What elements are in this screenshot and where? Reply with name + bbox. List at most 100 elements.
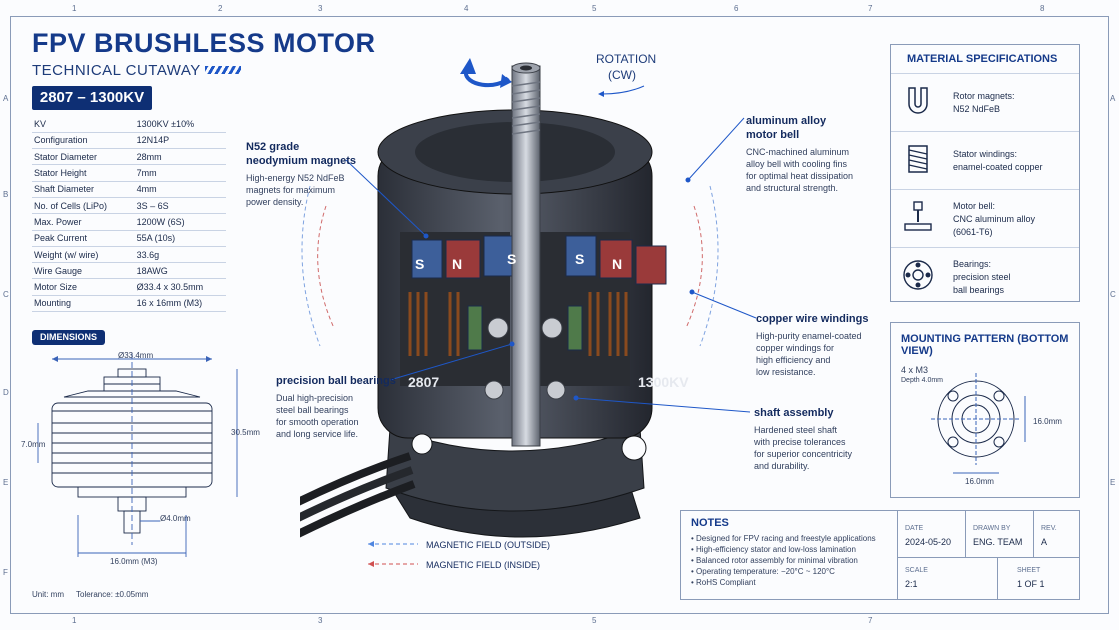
spec-value: 12N14P <box>130 132 226 150</box>
material-line-1: Stator windings: <box>953 149 1018 159</box>
spec-value: 18AWG <box>130 262 226 280</box>
material-line-3: ball bearings <box>953 285 1005 295</box>
magnet-icon <box>908 87 928 114</box>
rev-value: A <box>1041 537 1048 547</box>
spec-value: 33.6g <box>130 246 226 264</box>
motor-kv-marking: 1300KV <box>638 374 689 390</box>
dim-shaft: Ø4.0mm <box>160 514 191 523</box>
spec-value: 4mm <box>130 181 226 198</box>
mounting-title: MOUNTING PATTERN (BOTTOM VIEW) <box>901 333 1069 357</box>
rev-label: REV. <box>1041 525 1057 532</box>
sheet-label: SHEET <box>1017 567 1041 574</box>
motor-cutaway <box>300 62 719 538</box>
bell-title-1: aluminum alloy <box>746 115 827 127</box>
spec-value: 1300KV ±10% <box>130 116 226 133</box>
shaft-text-1: Hardened steel shaft <box>754 425 838 435</box>
grid-col-1: 1 <box>72 4 77 13</box>
bearings-title: precision ball bearings <box>276 375 396 387</box>
material-row: Bearings: precision steel ball bearings <box>891 247 1079 303</box>
grid-row-d: D <box>3 388 9 397</box>
grid-col-4: 4 <box>464 4 469 13</box>
material-row: Motor bell: CNC aluminum alloy (6061-T6) <box>891 189 1079 247</box>
grid-row-c-right: C <box>1110 290 1116 299</box>
list-item: • High-efficiency stator and low-loss la… <box>691 545 856 554</box>
spec-value: 7mm <box>130 164 226 182</box>
stripe-decoration <box>205 66 241 74</box>
spec-label: Motor Size <box>32 278 131 296</box>
rotation-direction: (CW) <box>608 68 636 82</box>
spec-label: KV <box>32 116 131 133</box>
mounting-drawing <box>931 373 1026 474</box>
magnets-text-1: High-energy N52 NdFeB <box>246 173 345 183</box>
grid-row-e-right: E <box>1110 478 1116 487</box>
field-legend-lines <box>368 541 418 567</box>
spec-value: 3S – 6S <box>130 197 226 215</box>
notes-title: NOTES <box>691 517 729 529</box>
spec-label: Peak Current <box>32 230 131 247</box>
legend-outside: MAGNETIC FIELD (OUTSIDE) <box>426 540 551 550</box>
mounting-depth: Depth 4.0mm <box>901 377 944 384</box>
mounting-dim-vertical: 16.0mm <box>1033 417 1062 426</box>
spec-label: Weight (w/ wire) <box>32 246 131 264</box>
grid-col-8: 8 <box>1040 4 1045 13</box>
unit-note: Unit: mm <box>32 590 64 599</box>
bearings-text-3: for smooth operation <box>276 417 359 427</box>
spec-value: 16 x 16mm (M3) <box>130 295 226 313</box>
pole-label-s: S <box>575 251 585 267</box>
bearings-text-4: and long service life. <box>276 429 359 439</box>
magnets-text-2: magnets for maximum <box>246 185 336 195</box>
scale-label: SCALE <box>905 567 928 574</box>
grid-col-2: 2 <box>218 4 223 13</box>
list-item: • Operating temperature: −20°C ~ 120°C <box>691 567 835 576</box>
shaft-text-4: and durability. <box>754 461 810 471</box>
bell-text-1: CNC-machined aluminum <box>746 147 850 157</box>
dimension-drawing <box>37 353 238 557</box>
table-row: Weight (w/ wire)33.6g <box>32 246 226 264</box>
notes-list: • Designed for FPV racing and freestyle … <box>691 533 876 588</box>
divider <box>1033 511 1034 557</box>
magnets-title-2: neodymium magnets <box>246 155 357 167</box>
notes-panel: NOTES • Designed for FPV racing and free… <box>680 510 1080 600</box>
spec-label: Max. Power <box>32 213 131 231</box>
grid-col-3-bottom: 3 <box>318 616 323 625</box>
bell-text-3: for optimal heat dissipation <box>746 171 854 181</box>
table-row: No. of Cells (LiPo)3S – 6S <box>32 197 226 215</box>
drawing-frame <box>10 16 1109 614</box>
spec-label: Shaft Diameter <box>32 181 131 198</box>
material-spec-title: MATERIAL SPECIFICATIONS <box>907 53 1058 65</box>
drawn-value: ENG. TEAM <box>973 537 1023 547</box>
bell-text-4: and structural strength. <box>746 183 839 193</box>
material-line-2: enamel-coated copper <box>953 162 1043 172</box>
windings-text-2: copper windings for <box>756 343 835 353</box>
motor-size-marking: 2807 <box>408 374 440 390</box>
page-subtitle: TECHNICAL CUTAWAY <box>32 62 201 79</box>
material-row: Rotor magnets: N52 NdFeB <box>891 73 1079 131</box>
mounting-pattern-panel: MOUNTING PATTERN (BOTTOM VIEW) 4 x M3 De… <box>890 322 1080 498</box>
page-title: FPV BRUSHLESS MOTOR <box>32 28 376 58</box>
bell-text-2: alloy bell with cooling fins <box>746 159 848 169</box>
sheet-value: 1 OF 1 <box>1017 579 1045 589</box>
pole-label-n: N <box>452 256 463 272</box>
drawn-label: DRAWN BY <box>973 525 1011 532</box>
rotation-pointer <box>598 85 645 97</box>
material-line-2: N52 NdFeB <box>953 104 1001 114</box>
shaft-text-3: for superior concentricity <box>754 449 853 459</box>
dim-mount: 16.0mm (M3) <box>110 557 158 566</box>
magnets-title-1: N52 grade <box>246 141 300 153</box>
date-value: 2024-05-20 <box>905 537 952 547</box>
shaft-text-2: with precise tolerances <box>754 437 846 447</box>
material-text: Bearings: precision steel ball bearings <box>953 258 1011 297</box>
windings-title: copper wire windings <box>756 313 869 325</box>
divider <box>965 511 966 557</box>
list-item: • Balanced rotor assembly for minimal vi… <box>691 556 858 565</box>
bearings-text-2: steel ball bearings <box>276 405 349 415</box>
